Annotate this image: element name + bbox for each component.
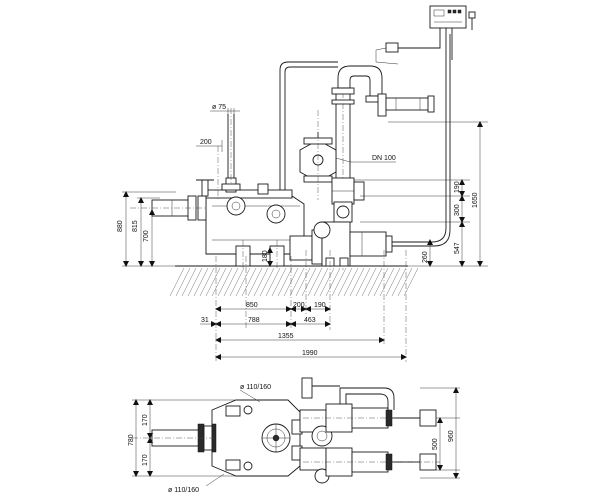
hatch-stroke xyxy=(175,267,191,297)
label-dia-110-160-bottom: ø 110/160 xyxy=(168,487,199,494)
top-dimensions xyxy=(132,387,460,487)
hatch-stroke xyxy=(397,267,413,297)
hatch-stroke xyxy=(319,267,335,297)
label-547: 547 xyxy=(454,242,461,254)
hatch-stroke xyxy=(181,267,197,297)
gate-valve xyxy=(299,110,337,200)
electric-cables xyxy=(375,34,453,247)
hatch-stroke xyxy=(271,267,287,297)
side-dimensions xyxy=(122,108,488,362)
hatch-stroke xyxy=(301,267,317,297)
label-463: 463 xyxy=(304,317,316,324)
hatch-stroke xyxy=(355,267,371,297)
hatch-stroke xyxy=(337,267,353,297)
hatch-stroke xyxy=(229,267,245,297)
vent-pipe xyxy=(279,61,338,192)
hatch-stroke xyxy=(205,267,221,297)
label-300: 300 xyxy=(454,204,461,216)
inlet-pipe-left xyxy=(130,179,214,221)
pressure-pipe xyxy=(331,65,435,270)
collecting-tank xyxy=(205,108,305,270)
dimension-labels: ø 75 200 DN 100 880 815 700 180 190 300 … xyxy=(117,104,479,494)
label-170-top: 170 xyxy=(142,414,149,426)
hatch-stroke xyxy=(391,267,407,297)
label-31: 31 xyxy=(201,317,209,324)
hatch-stroke xyxy=(313,267,329,297)
hatch-stroke xyxy=(211,267,227,297)
hatch-stroke xyxy=(169,267,185,297)
label-788: 788 xyxy=(248,317,260,324)
label-500: 500 xyxy=(432,438,439,450)
hatch-stroke xyxy=(373,267,389,297)
pumps-top xyxy=(299,377,440,484)
hatch-stroke xyxy=(349,267,365,297)
label-190-a: 190 xyxy=(454,181,461,193)
label-960: 960 xyxy=(448,430,455,442)
hatch-stroke xyxy=(289,267,305,297)
label-170-bottom: 170 xyxy=(142,454,149,466)
label-190-b: 190 xyxy=(314,302,326,309)
label-1650: 1650 xyxy=(472,192,479,208)
pump-units xyxy=(289,221,393,267)
hatch-stroke xyxy=(379,267,395,297)
control-box xyxy=(429,5,476,34)
label-200-bottom: 200 xyxy=(293,302,305,309)
label-260: 260 xyxy=(422,251,429,263)
label-1355: 1355 xyxy=(278,333,294,340)
inlet-top xyxy=(132,423,217,453)
hatch-stroke xyxy=(199,267,215,297)
label-1990: 1990 xyxy=(302,350,318,357)
hatch-stroke xyxy=(343,267,359,297)
label-dia-75: ø 75 xyxy=(212,104,226,111)
hatch-stroke xyxy=(325,267,341,297)
ground-hatching xyxy=(169,265,419,297)
hatch-stroke xyxy=(193,267,209,297)
hatch-stroke xyxy=(253,267,269,297)
check-valve xyxy=(331,177,365,223)
top-view xyxy=(132,377,460,487)
side-view xyxy=(122,5,488,362)
hatch-stroke xyxy=(307,267,323,297)
hatch-stroke xyxy=(331,267,347,297)
hatch-stroke xyxy=(241,267,257,297)
label-880: 880 xyxy=(117,220,124,232)
hatch-stroke xyxy=(217,267,233,297)
label-dia-110-160-top: ø 110/160 xyxy=(240,384,271,391)
hatch-stroke xyxy=(187,267,203,297)
hatch-stroke xyxy=(361,267,377,297)
label-180: 180 xyxy=(262,250,269,262)
label-850: 850 xyxy=(246,302,258,309)
hatch-stroke xyxy=(403,267,419,297)
label-dn100: DN 100 xyxy=(372,155,396,162)
hatch-stroke xyxy=(259,267,275,297)
hatch-stroke xyxy=(223,267,239,297)
hatch-stroke xyxy=(367,267,383,297)
label-815: 815 xyxy=(132,220,139,232)
hatch-stroke xyxy=(385,267,401,297)
label-700: 700 xyxy=(143,230,150,242)
tank-top xyxy=(211,399,303,477)
hatch-stroke xyxy=(235,267,251,297)
label-780: 780 xyxy=(128,434,135,446)
hatch-stroke xyxy=(277,267,293,297)
hatch-stroke xyxy=(265,267,281,297)
hatch-stroke xyxy=(247,267,263,297)
label-200-top: 200 xyxy=(200,139,212,146)
hatch-stroke xyxy=(295,267,311,297)
